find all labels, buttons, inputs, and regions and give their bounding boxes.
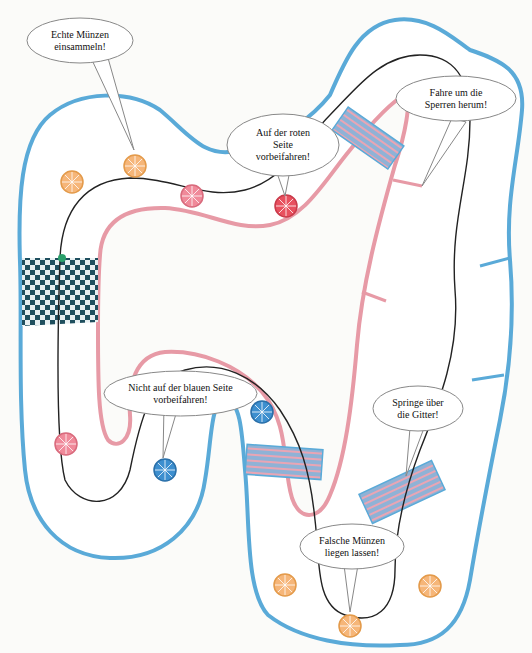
bubble-tail [344, 565, 358, 612]
center-line [58, 55, 470, 618]
speech-bubble: Echte Münzen einsammeln! [26, 17, 134, 64]
speech-bubble: Fahre um die Sperren herum! [395, 75, 517, 122]
coin [275, 195, 297, 217]
speech-bubble: Springe über die Gitter! [372, 385, 464, 432]
bubble-text: Fahre um die Sperren herum! [415, 87, 497, 111]
coin [274, 574, 296, 596]
start-marker [58, 254, 66, 262]
bubble-text: Auf der roten Seite vorbeifahren! [245, 127, 321, 163]
coin [154, 459, 176, 481]
gate [245, 444, 323, 479]
bubble-tail [406, 428, 424, 476]
coin [251, 401, 273, 423]
bubble-tails [92, 58, 466, 612]
coin [339, 615, 361, 637]
bubble-tail [422, 118, 466, 186]
coin [181, 185, 203, 207]
speech-bubble: Falsche Münzen liegen lassen! [299, 523, 405, 570]
bubble-text: Falsche Münzen liegen lassen! [317, 535, 387, 559]
outer-border [19, 19, 522, 645]
speech-bubble: Auf der roten Seite vorbeifahren! [226, 113, 340, 177]
gate [359, 461, 445, 524]
speech-bubble: Nicht auf der blauen Seite vorbeifahren! [103, 370, 258, 417]
blue-barrier [480, 258, 510, 266]
bubble-text: Nicht auf der blauen Seite vorbeifahren! [128, 382, 234, 406]
coin [61, 171, 83, 193]
coin [124, 155, 146, 177]
bubble-tail [92, 58, 134, 150]
red-barrier [362, 292, 386, 301]
blue-barrier [472, 375, 504, 380]
inner-border [98, 95, 408, 515]
bubble-text: Echte Münzen einsammeln! [44, 29, 116, 53]
bubble-text: Springe über die Gitter! [388, 397, 448, 421]
gate [332, 107, 404, 169]
coin [55, 433, 77, 455]
red-barrier [393, 180, 422, 186]
coin [419, 575, 441, 597]
